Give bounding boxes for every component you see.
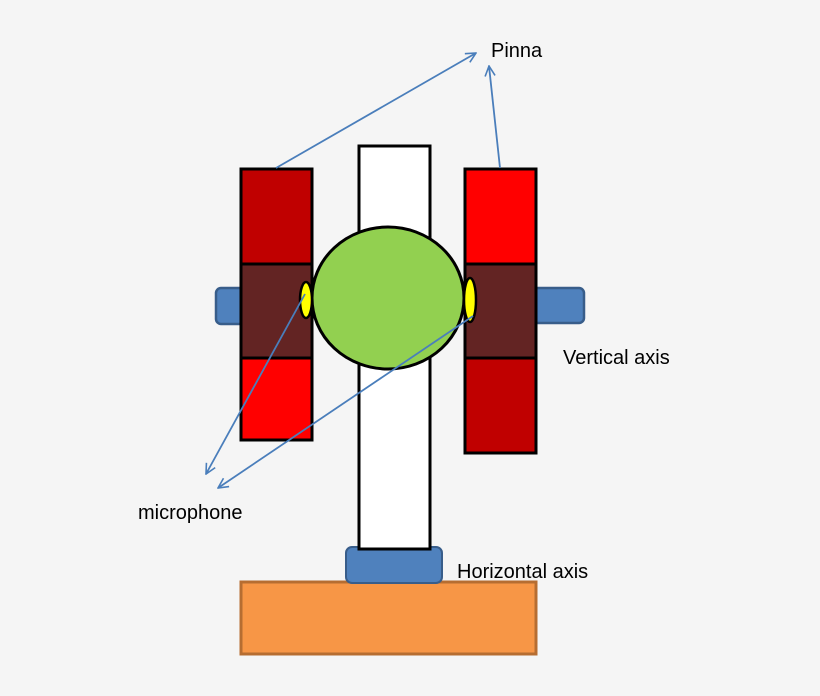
head-sphere [310, 225, 466, 371]
right-pinna-bottom [463, 356, 538, 455]
microphone-label: microphone [138, 502, 243, 524]
right-pinna-middle [463, 262, 538, 360]
microphone-arrow-left [206, 293, 306, 474]
microphone-arrow-right [218, 315, 474, 488]
base-platform [239, 580, 538, 656]
left-pinna-bottom [239, 356, 314, 442]
pinna-arrow-right [489, 66, 501, 169]
left-microphone [298, 280, 314, 320]
left-pinna [239, 167, 314, 442]
left-pinna-top [239, 167, 314, 266]
pinna-arrow-left [275, 53, 476, 169]
horizontal-axis-block [345, 546, 443, 584]
right-pinna [463, 167, 538, 455]
right-microphone [462, 276, 478, 324]
vertical-axis-label: Vertical axis [563, 347, 670, 369]
pinna-label: Pinna [491, 40, 543, 62]
right-pinna-top [463, 167, 538, 266]
horizontal-axis-label: Horizontal axis [457, 561, 588, 583]
